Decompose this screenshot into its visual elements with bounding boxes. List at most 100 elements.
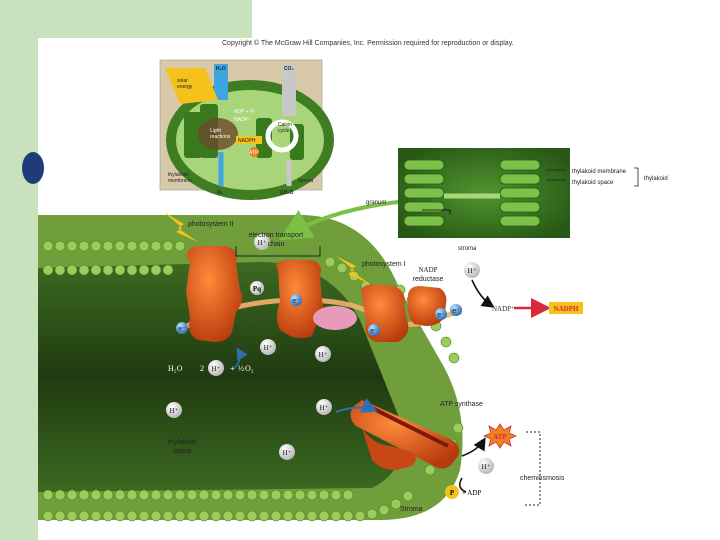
inset-light-2: reactions bbox=[210, 134, 231, 140]
h-ion-4 bbox=[315, 346, 331, 362]
inset-ch2o: CH₂O bbox=[280, 190, 293, 196]
inset-h2o: H₂O bbox=[216, 66, 226, 72]
granum-thylakoid-space: thylakoid space bbox=[572, 180, 614, 186]
h-ion-label-1: H⁺ bbox=[258, 239, 267, 247]
h-ion-7 bbox=[279, 444, 295, 460]
water-eq-h2o: H₂O bbox=[168, 364, 183, 373]
chloroplast-inset bbox=[159, 59, 334, 200]
electron-label-1: e⁻ bbox=[178, 326, 186, 333]
phosphate-marker bbox=[445, 485, 459, 499]
nadph-label: NADPH bbox=[554, 305, 579, 313]
electron-4 bbox=[435, 308, 447, 320]
thylakoid-membrane-main bbox=[38, 195, 464, 522]
h-ion-8 bbox=[478, 458, 494, 474]
atp-synthase bbox=[350, 400, 460, 470]
electron-2 bbox=[290, 294, 302, 306]
h-ion-3 bbox=[260, 339, 276, 355]
label-thylakoid-space-2: space bbox=[173, 448, 192, 455]
inset-nadp: NADP⁺ bbox=[234, 117, 251, 123]
electron-5 bbox=[450, 304, 462, 316]
nadph-box bbox=[549, 302, 583, 314]
h-ion-label-5: H⁺ bbox=[170, 407, 179, 415]
arrow-to-nadp bbox=[471, 279, 495, 308]
inset-o2: O₂ bbox=[217, 190, 223, 196]
inset-solar-2: energy bbox=[177, 84, 193, 90]
label-stroma: Stroma bbox=[400, 506, 423, 513]
h-ion-label-2: H⁺ bbox=[468, 267, 477, 275]
label-photosystem-ii: photosystem II bbox=[188, 221, 234, 228]
light-bolt-psi bbox=[336, 256, 370, 284]
water-eq-coef: 2 bbox=[200, 364, 204, 373]
atp-label: ATP bbox=[493, 433, 507, 441]
water-eq-o2: O₂ bbox=[245, 364, 254, 373]
label-thylakoid-space-1: thylakoid bbox=[168, 439, 196, 446]
pq-marker bbox=[250, 281, 264, 295]
h-ion-label-7: H⁺ bbox=[283, 449, 292, 457]
inset-atp: ATP bbox=[249, 150, 259, 156]
label-photosystem-i: photosystem I bbox=[362, 261, 406, 268]
label-etc-line2: chain bbox=[268, 241, 285, 248]
inset-co2: CO₂ bbox=[284, 66, 294, 72]
h-ion-9 bbox=[208, 360, 224, 376]
electron-label-4: e⁻ bbox=[437, 312, 445, 319]
h-ion-markers bbox=[166, 234, 494, 474]
water-eq-half: ½ bbox=[238, 364, 244, 373]
h-ion-label-6: H⁺ bbox=[320, 404, 329, 412]
inset-adp: ADP + Ⓟ bbox=[234, 108, 255, 115]
arrow-h-to-atp-synthase bbox=[335, 397, 378, 413]
granum-label: granum bbox=[366, 200, 386, 206]
chemiosmosis-bracket bbox=[524, 431, 541, 506]
inset-calvin-2: cycle bbox=[278, 128, 290, 134]
water-eq-plus: + bbox=[230, 364, 235, 373]
nadp-plus-label: NADP⁺ bbox=[492, 305, 515, 313]
granum-thylakoid-membrane: thylakoid membrane bbox=[572, 169, 627, 175]
arrow-water-split bbox=[231, 347, 248, 371]
phosphate-label: P bbox=[450, 489, 455, 497]
electron-1 bbox=[176, 322, 188, 334]
arrow-granum-to-thylakoid bbox=[279, 200, 399, 241]
inset-thylakoid-membrane-2: membrane bbox=[168, 178, 192, 184]
photosystem-i bbox=[361, 284, 409, 342]
arrow-to-atp bbox=[461, 437, 486, 457]
h-ion-6 bbox=[316, 399, 332, 415]
water-equation: H₂O 2 + ½ O₂ bbox=[168, 364, 254, 373]
etc-bracket bbox=[235, 246, 321, 257]
h-ion-5 bbox=[166, 402, 182, 418]
label-etc-line1: electron transport bbox=[249, 232, 304, 239]
label-atp-synthase: ATP synthase bbox=[440, 401, 483, 408]
label-chemiosmosis: chemiosmosis bbox=[520, 475, 565, 482]
copyright-notice: Copyright © The McGraw Hill Companies, I… bbox=[222, 40, 514, 47]
arrow-p-adp bbox=[458, 477, 467, 493]
electron-label-2: e⁻ bbox=[292, 298, 300, 305]
granum-stroma: stroma bbox=[458, 246, 477, 252]
electron-3 bbox=[368, 324, 380, 336]
atp-burst bbox=[482, 423, 518, 449]
slide-bullet bbox=[22, 152, 44, 184]
h-ion-label-9: H⁺ bbox=[212, 365, 221, 373]
inset-calvin-1: Calvin bbox=[278, 122, 292, 128]
granum-leader-lines bbox=[546, 169, 566, 181]
granum-thylakoid: thylakoid bbox=[644, 176, 668, 182]
inset-thylakoid-membrane-1: thylakoid bbox=[168, 172, 188, 178]
h-ion-1 bbox=[254, 234, 270, 250]
inset-solar-1: solar bbox=[177, 78, 188, 84]
adp-label: + ADP bbox=[462, 489, 481, 497]
photosystem-ii bbox=[186, 246, 243, 342]
h-ion-2 bbox=[464, 262, 480, 278]
nadp-reductase bbox=[407, 286, 447, 326]
light-bolt-psii bbox=[164, 212, 198, 242]
thylakoid-bracket bbox=[634, 167, 639, 187]
inset-light-1: Light bbox=[210, 128, 221, 134]
h-ion-label-3: H⁺ bbox=[264, 344, 273, 352]
electron-label-3: e⁻ bbox=[370, 328, 378, 335]
inset-nadph: NADPH bbox=[238, 138, 256, 144]
h-ion-label-8: H⁺ bbox=[482, 463, 491, 471]
electron-label-5: e⁻ bbox=[452, 308, 460, 315]
label-nadp-reductase-2: reductase bbox=[413, 276, 444, 283]
inset-stroma: stroma bbox=[298, 178, 314, 184]
pq-label: Pq bbox=[253, 285, 261, 293]
h-ion-label-4: H⁺ bbox=[319, 351, 328, 359]
plastocyanin bbox=[313, 306, 357, 330]
electron-markers bbox=[176, 294, 462, 336]
